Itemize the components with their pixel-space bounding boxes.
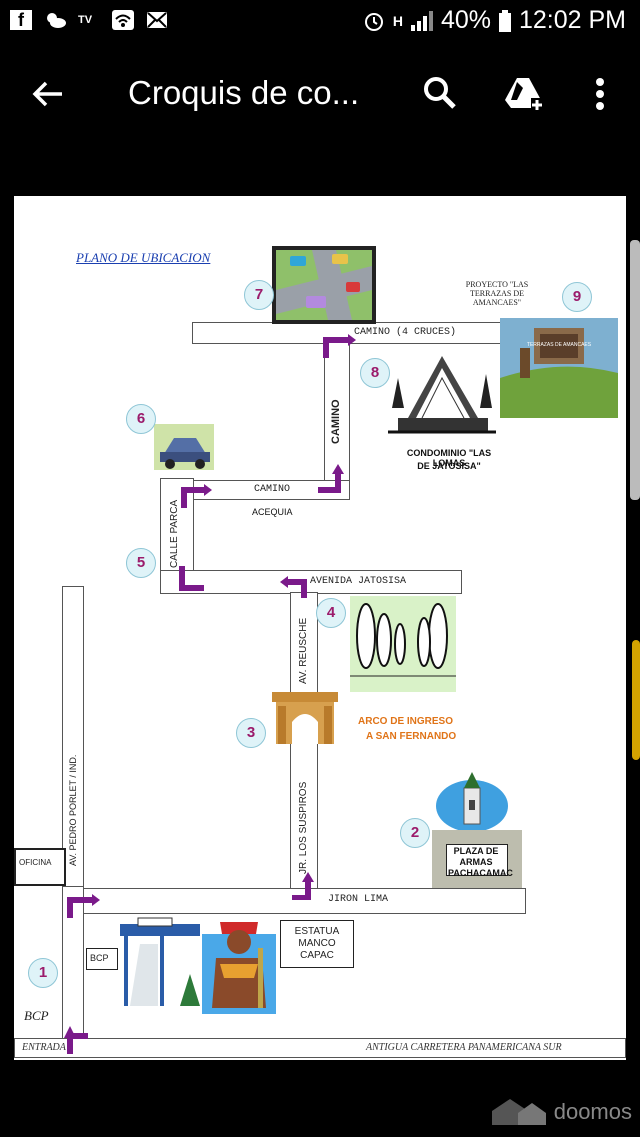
oficina-box xyxy=(14,848,66,886)
more-vert-icon[interactable] xyxy=(590,74,610,114)
bcp-building-picture xyxy=(120,917,200,1006)
route-arrow-8 xyxy=(323,334,356,358)
fast-scroll-handle[interactable] xyxy=(632,640,640,760)
arch-picture xyxy=(272,692,338,744)
bcp-box xyxy=(86,948,118,970)
wifi-icon xyxy=(112,10,134,30)
entrada-label: ENTRADA xyxy=(22,1042,66,1053)
road-antigua-carretera xyxy=(14,1038,626,1058)
search-icon[interactable] xyxy=(420,74,460,114)
road-label-jiron-lima: JIRON LIMA xyxy=(328,894,389,905)
arco-label-2: A SAN FERNANDO xyxy=(366,731,457,742)
marker-5: 5 xyxy=(126,548,156,578)
road-label-calle-parca: CALLE PARCA xyxy=(169,499,180,568)
trees-picture xyxy=(350,596,456,692)
acequia-label: ACEQUIA xyxy=(252,507,293,517)
battery-percent: 40% xyxy=(440,6,491,34)
road-camino-vertical xyxy=(324,342,350,498)
condominio-house-picture xyxy=(388,348,496,440)
alarm-icon xyxy=(364,12,383,31)
plaza-label: PLAZA DE ARMAS PACHACAMAC xyxy=(448,846,513,878)
tv-icon: TV xyxy=(78,14,93,26)
watermark-text: doomos xyxy=(553,1099,632,1124)
route-arrow-3 xyxy=(292,872,314,900)
app-bar: Croquis de co... xyxy=(0,46,640,142)
road-label-antigua: ANTIGUA CARRETERA PANAMERICANA SUR xyxy=(366,1042,562,1053)
church-picture xyxy=(436,772,508,832)
road-label-jr-suspiros: JR. LOS SUSPIROS xyxy=(298,781,309,874)
plaza-inner-box xyxy=(446,844,508,876)
facebook-icon: f xyxy=(10,10,32,30)
condominio-label-2: DE JATOSISA" xyxy=(417,461,481,471)
signal-icon xyxy=(410,10,433,31)
oficina-label: OFICINA xyxy=(19,858,52,867)
road-label-camino-cruces: CAMINO (4 CRUCES) xyxy=(354,327,457,338)
back-arrow-icon[interactable] xyxy=(30,76,66,112)
road-label-av-pedro: AV. PEDRO PORLET / IND. xyxy=(68,754,78,866)
terrazas-sign-picture: TERRAZAS DE AMANCAES xyxy=(500,318,618,418)
house-logo-icon xyxy=(491,1099,546,1125)
road-label-av-reusche: AV. REUSCHE xyxy=(298,617,309,684)
road-label-avenida-jatosisa: AVENIDA JATOSISA xyxy=(310,576,407,587)
intersection-picture xyxy=(272,246,376,324)
document-title: Croquis de co... xyxy=(128,74,360,111)
route-arrow-1 xyxy=(64,1026,88,1054)
bcp-big-label: BCP xyxy=(24,1008,49,1023)
route-arrow-7 xyxy=(318,464,344,493)
network-type: H xyxy=(392,12,403,29)
proyecto-label: PROYECTO "LAS TERRAZAS DE AMANCAES" xyxy=(465,280,529,307)
marker-2: 2 xyxy=(400,818,430,848)
marker-8: 8 xyxy=(360,358,390,388)
route-arrow-4 xyxy=(280,576,307,598)
scroll-edge-indicator[interactable] xyxy=(630,240,640,500)
road-avenida-jatosisa xyxy=(160,570,462,594)
route-arrow-5 xyxy=(179,566,204,591)
bcp-box-label: BCP xyxy=(90,953,109,963)
marker-6: 6 xyxy=(126,404,156,434)
estatua-label: ESTATUA MANCO CAPAC xyxy=(294,926,340,961)
inca-statue-picture xyxy=(202,922,276,1014)
clock: 12:02 PM xyxy=(518,6,626,34)
arco-label-1: ARCO DE INGRESO xyxy=(358,716,454,727)
marker-9: 9 xyxy=(562,282,592,312)
marker-1: 1 xyxy=(28,958,58,988)
watermark: doomos xyxy=(488,1097,632,1127)
estatua-box xyxy=(280,920,354,968)
drive-add-icon[interactable] xyxy=(505,74,545,114)
road-jiron-lima xyxy=(80,888,526,914)
terrazas-sign-text: TERRAZAS DE AMANCAES xyxy=(527,342,592,348)
road-label-camino-mid: CAMINO xyxy=(254,484,291,495)
document-page: PLANO DE UBICACION CAMINO (4 CRUCES) CAM… xyxy=(14,196,626,1060)
car-picture xyxy=(154,424,214,470)
marker-4: 4 xyxy=(316,598,346,628)
condominio-label-1: CONDOMINIO "LAS LOMAS xyxy=(406,448,492,468)
marker-3: 3 xyxy=(236,718,266,748)
mail-icon xyxy=(146,10,168,30)
route-arrow-6 xyxy=(181,484,212,508)
weather-icon xyxy=(44,10,66,30)
battery-icon xyxy=(498,9,511,32)
route-arrow-2 xyxy=(67,894,100,918)
marker-7: 7 xyxy=(244,280,274,310)
status-bar: f TV H 40% 12:02 PM xyxy=(0,0,640,46)
map-heading: PLANO DE UBICACION xyxy=(76,250,211,265)
road-label-camino-vertical: CAMINO xyxy=(330,399,342,444)
